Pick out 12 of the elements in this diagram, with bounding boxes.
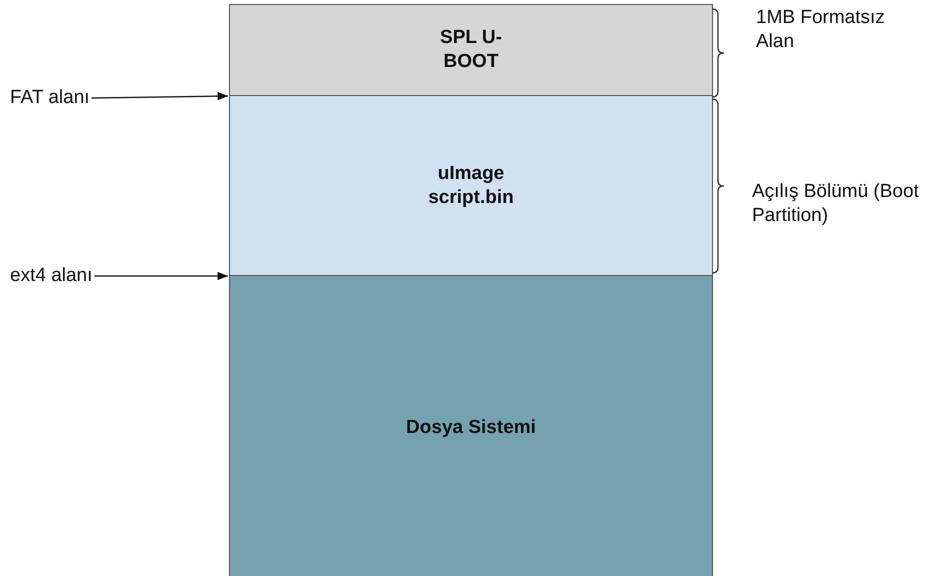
brace-label: 1MB Formatsız Alan [756, 6, 886, 54]
arrow [94, 272, 228, 280]
region-label: uImage script.bin [427, 162, 515, 210]
area-label: FAT alanı [10, 86, 90, 110]
memory-region-band [229, 4, 713, 96]
region-label: Dosya Sistemi [406, 416, 536, 440]
memory-region-band [229, 95, 713, 276]
memory-region-band [229, 275, 713, 576]
brace-label: Açılış Bölümü (Boot Partition) [752, 180, 920, 228]
region-label: SPL U-BOOT [439, 26, 503, 74]
arrow [92, 92, 228, 100]
area-label: ext4 alanı [10, 264, 92, 288]
